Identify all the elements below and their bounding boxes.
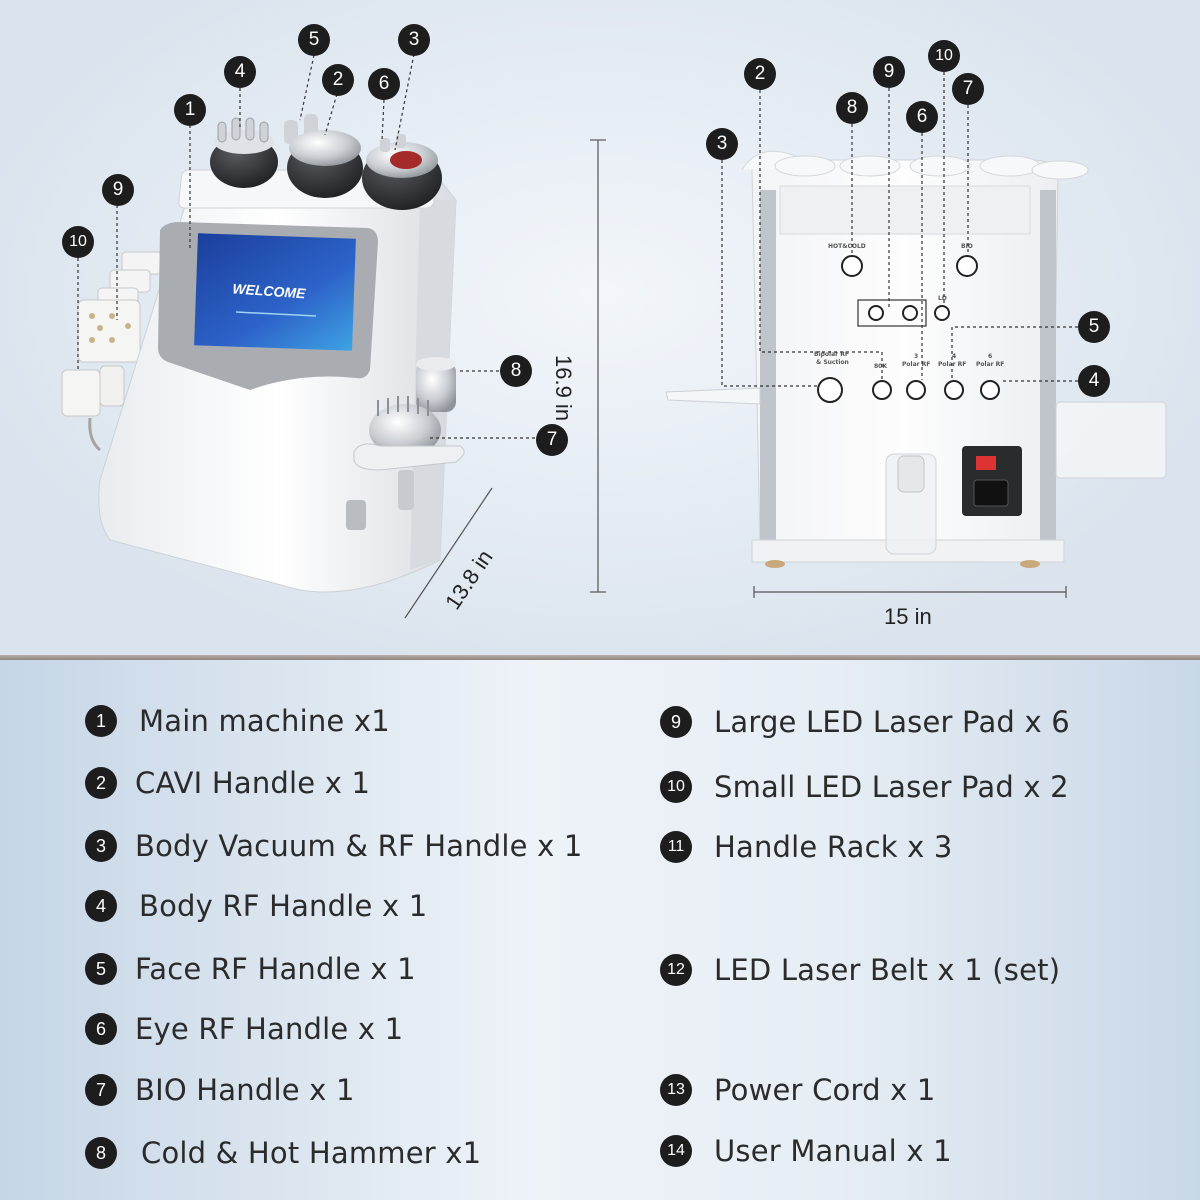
item-number: 1 (85, 705, 117, 737)
label-ld: LD (938, 295, 947, 302)
item-label: Face RF Handle x 1 (135, 952, 416, 986)
list-item: 4 Body RF Handle x 1 (85, 889, 427, 923)
package-list-area (0, 660, 1200, 1200)
back-view-machine (665, 150, 1167, 568)
front-callout-9: 9 (102, 174, 134, 206)
item-number: 4 (85, 890, 117, 922)
front-callout-4: 4 (224, 56, 256, 88)
item-number: 5 (85, 953, 117, 985)
back-callout-4: 4 (1078, 365, 1110, 397)
item-label: Eye RF Handle x 1 (135, 1012, 404, 1046)
item-number: 14 (660, 1135, 692, 1167)
back-callout-7: 7 (952, 73, 984, 105)
list-item: 6 Eye RF Handle x 1 (85, 1012, 403, 1046)
led-laser-pads (61, 251, 163, 452)
list-item: 1 Main machine x1 (85, 704, 390, 738)
item-number: 3 (85, 830, 117, 862)
machine-illustrations: WELCOME (61, 53, 1167, 619)
back-callout-3: 3 (706, 128, 738, 160)
depth-dimension-line (404, 487, 493, 619)
touch-screen (194, 233, 356, 351)
item-label: Large LED Laser Pad x 6 (714, 705, 1070, 739)
front-callout-2: 2 (322, 64, 354, 96)
list-item: 14 User Manual x 1 (660, 1134, 952, 1168)
list-item: 10 Small LED Laser Pad x 2 (660, 770, 1069, 804)
label-80k: 80K (874, 363, 887, 370)
item-label: Body RF Handle x 1 (139, 889, 428, 923)
height-dimension-label: 16.9 in (551, 355, 576, 422)
front-callout-1: 1 (174, 94, 206, 126)
back-callout-6: 6 (906, 101, 938, 133)
label-polar3: Polar RF (902, 361, 930, 368)
list-item: 7 BIO Handle x 1 (85, 1073, 355, 1107)
item-number: 2 (85, 767, 117, 799)
item-label: LED Laser Belt x 1 (set) (714, 953, 1061, 987)
label-bio: BIO (961, 243, 973, 250)
list-item: 5 Face RF Handle x 1 (85, 952, 416, 986)
width-dimension-label: 15 in (884, 604, 932, 629)
label-polar3-n: 3 (914, 353, 918, 360)
back-callout-10: 10 (928, 40, 960, 72)
label-polar6-n: 6 (988, 353, 992, 360)
item-number: 12 (660, 954, 692, 986)
item-number: 7 (85, 1074, 117, 1106)
back-callout-2: 2 (744, 58, 776, 90)
front-callout-7: 7 (536, 424, 568, 456)
top-handles (210, 114, 442, 210)
list-item: 13 Power Cord x 1 (660, 1073, 936, 1107)
back-callout-8: 8 (836, 92, 868, 124)
item-number: 10 (660, 771, 692, 803)
list-item: 11 Handle Rack x 3 (660, 830, 953, 864)
label-hot-cold: HOT&COLD (828, 243, 866, 250)
front-callout-3: 3 (398, 24, 430, 56)
item-number: 13 (660, 1074, 692, 1106)
label-polar6: Polar RF (976, 361, 1004, 368)
list-item: 9 Large LED Laser Pad x 6 (660, 705, 1070, 739)
front-callout-10: 10 (62, 226, 94, 258)
label-bipolar: Bipolar RF (814, 351, 849, 358)
list-item: 3 Body Vacuum & RF Handle x 1 (85, 829, 583, 863)
back-callout-5: 5 (1078, 311, 1110, 343)
list-item: 8 Cold & Hot Hammer x1 (85, 1136, 481, 1170)
label-suction: & Suction (816, 359, 849, 366)
item-label: Body Vacuum & RF Handle x 1 (135, 829, 583, 863)
item-label: Small LED Laser Pad x 2 (714, 770, 1069, 804)
item-label: Power Cord x 1 (714, 1073, 936, 1107)
item-number: 11 (660, 831, 692, 863)
back-callout-9: 9 (873, 56, 905, 88)
front-callout-8: 8 (500, 355, 532, 387)
front-callout-5: 5 (298, 24, 330, 56)
item-label: BIO Handle x 1 (135, 1073, 355, 1107)
item-label: Cold & Hot Hammer x1 (141, 1136, 482, 1170)
item-label: Handle Rack x 3 (714, 830, 953, 864)
item-number: 6 (85, 1013, 117, 1045)
list-item: 2 CAVI Handle x 1 (85, 766, 370, 800)
label-polar4-n: 4 (952, 353, 956, 360)
front-callout-6: 6 (368, 68, 400, 100)
section-divider (0, 655, 1200, 660)
item-number: 9 (660, 706, 692, 738)
list-item: 12 LED Laser Belt x 1 (set) (660, 953, 1060, 987)
item-label: User Manual x 1 (714, 1134, 952, 1168)
item-label: CAVI Handle x 1 (135, 766, 371, 800)
screen-welcome-text: WELCOME (232, 280, 307, 301)
item-label: Main machine x1 (139, 704, 390, 738)
item-number: 8 (85, 1137, 117, 1169)
side-handles (346, 357, 465, 530)
